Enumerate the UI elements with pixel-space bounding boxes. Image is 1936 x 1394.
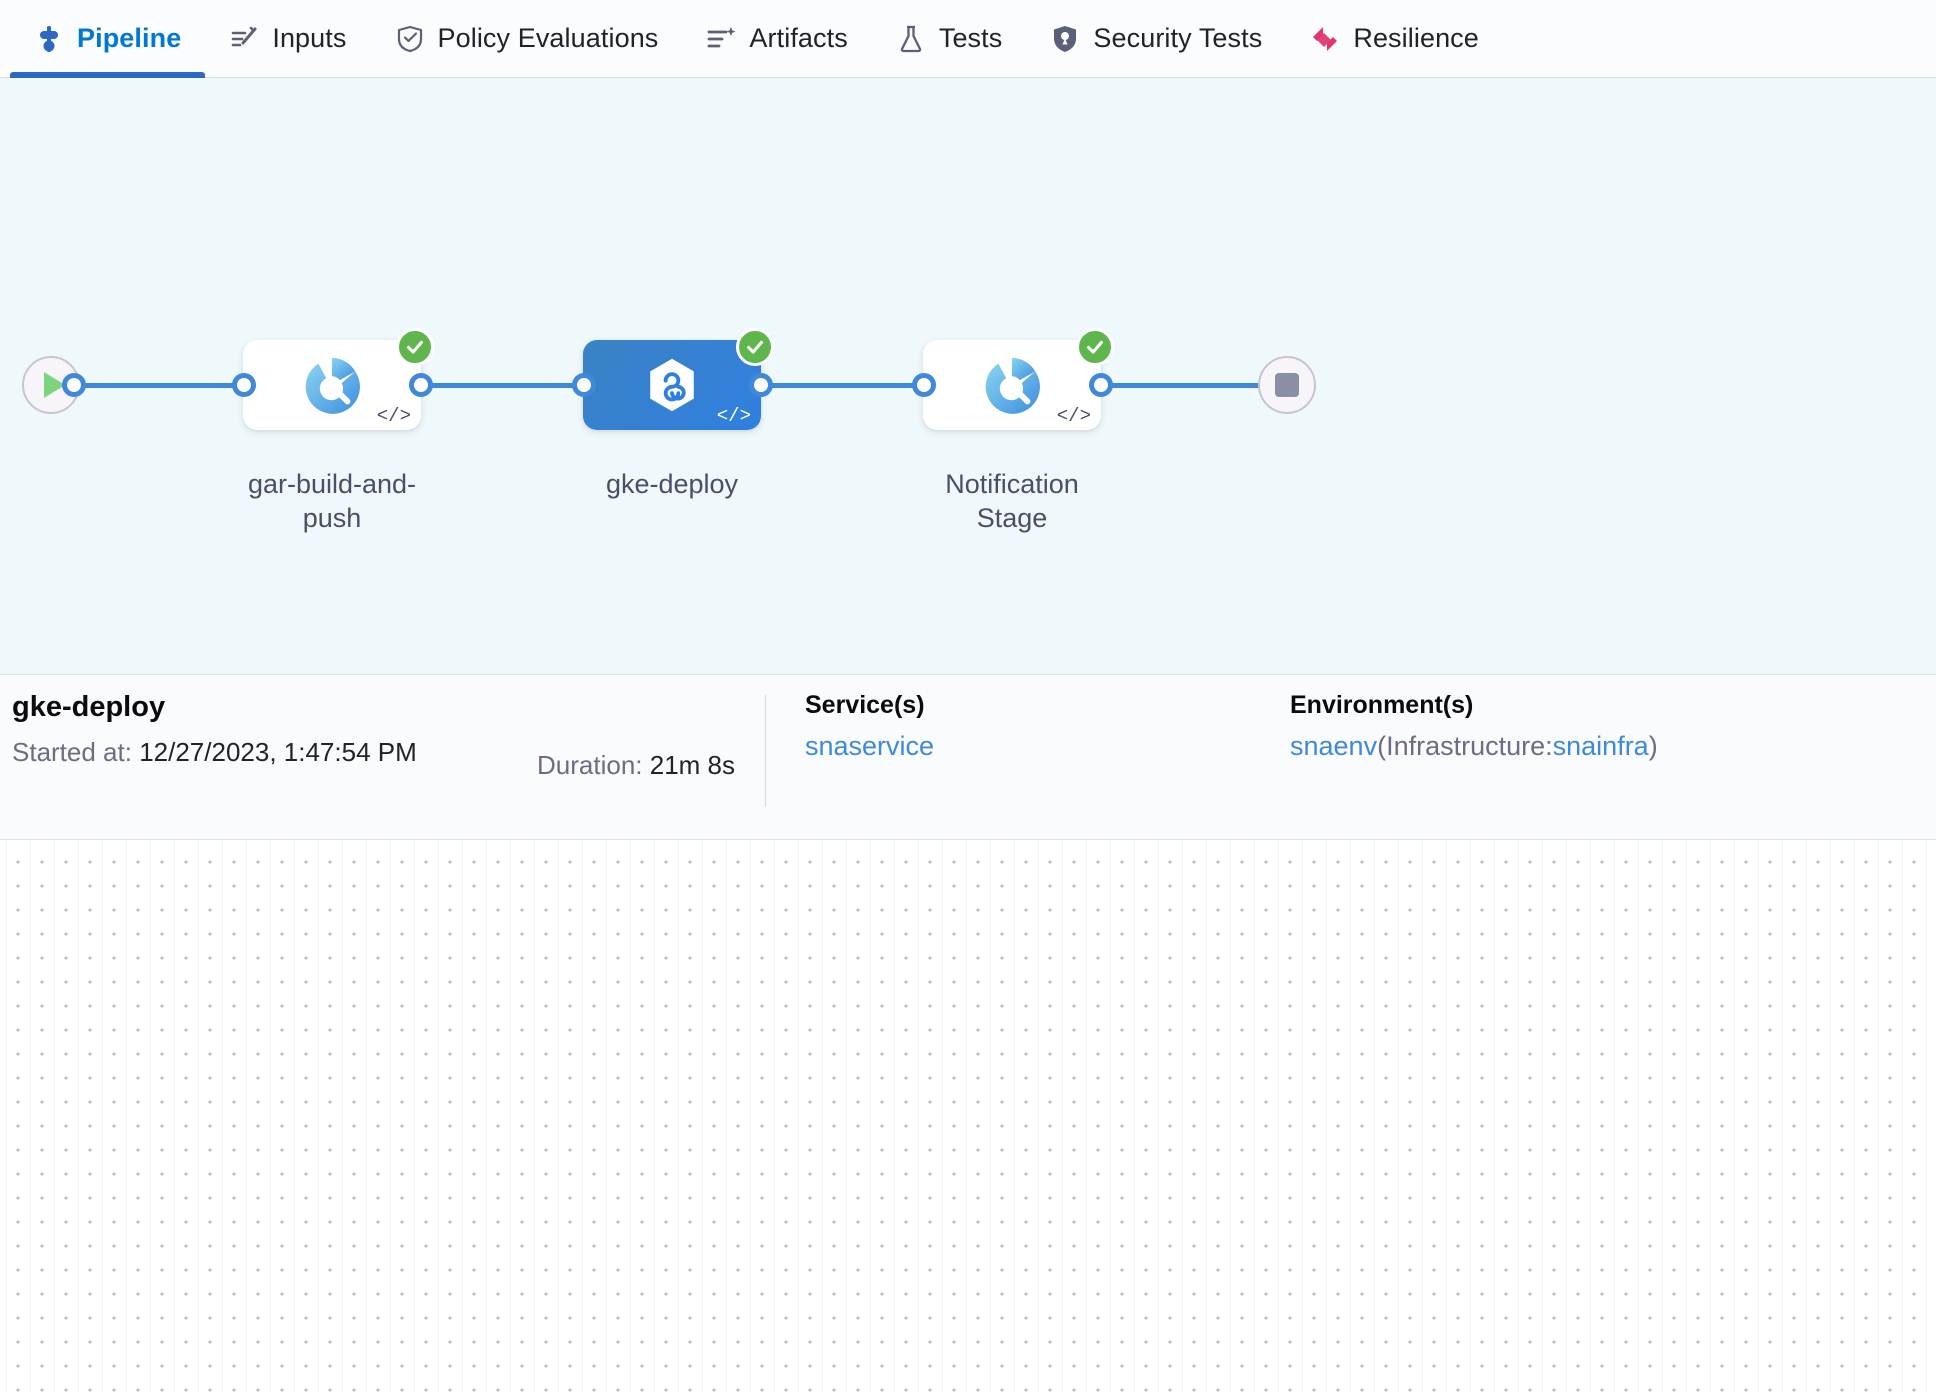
started-at-label: Started at: — [12, 737, 132, 767]
harness-ci-icon — [985, 357, 1040, 414]
edge-stage3-to-end — [1085, 383, 1280, 388]
flask-icon — [896, 24, 926, 54]
port-start-out — [62, 373, 86, 397]
pipeline-stage-label-3: Notification Stage — [945, 469, 1079, 533]
code-badge-icon: </> — [1056, 405, 1091, 427]
tab-resilience[interactable]: Resilience — [1286, 0, 1503, 78]
port-stage2-out — [749, 373, 773, 397]
infrastructure-link-snainfra[interactable]: snainfra — [1552, 731, 1649, 761]
environment-infra-prefix: (Infrastructure: — [1377, 731, 1553, 761]
pipeline-icon — [34, 24, 64, 54]
pipeline-end-node[interactable] — [1258, 356, 1316, 414]
artifacts-list-icon — [706, 24, 736, 54]
resilience-icon — [1310, 24, 1340, 54]
tab-policy-evaluations-label: Policy Evaluations — [437, 23, 659, 53]
started-at-value: 12/27/2023, 1:47:54 PM — [139, 737, 417, 767]
stage-info-bar: gke-deploy Started at: 12/27/2023, 1:47:… — [0, 675, 1936, 840]
edge-stage2-to-stage3 — [745, 383, 945, 388]
tab-security-tests[interactable]: Security Tests — [1026, 0, 1286, 78]
port-stage2-in — [572, 373, 596, 397]
tab-inputs-label: Inputs — [272, 23, 347, 53]
port-stage1-out — [409, 373, 433, 397]
pipeline-stage-node-gke-deploy[interactable]: </> — [583, 340, 761, 430]
stage-title: gke-deploy — [12, 691, 166, 723]
policy-shield-icon — [395, 24, 425, 54]
tab-inputs[interactable]: Inputs — [205, 0, 370, 78]
code-badge-icon: </> — [716, 405, 751, 427]
tab-policy-evaluations[interactable]: Policy Evaluations — [371, 0, 683, 78]
services-column: Service(s) snaservice — [805, 691, 934, 762]
tab-tests[interactable]: Tests — [872, 0, 1027, 78]
services-header: Service(s) — [805, 691, 925, 719]
status-badge-success-stage1 — [396, 328, 434, 366]
duration-label: Duration: — [537, 750, 643, 780]
tab-resilience-label: Resilience — [1353, 23, 1479, 53]
tab-artifacts-label: Artifacts — [749, 23, 848, 53]
pipeline-stage-label-1: gar-build-and-push — [247, 469, 417, 533]
play-icon — [43, 372, 65, 398]
duration-value: 21m 8s — [649, 750, 735, 780]
info-divider-1 — [765, 695, 766, 807]
harness-ci-icon — [305, 357, 360, 414]
code-badge-icon: </> — [376, 405, 411, 427]
environment-link-snaenv[interactable]: snaenv — [1290, 731, 1378, 761]
environments-column: Environment(s) snaenv(Infrastructure:sna… — [1290, 691, 1658, 762]
status-badge-success-stage2 — [736, 328, 774, 366]
pipeline-stage-node-gar-build-and-push[interactable]: </> — [243, 340, 421, 430]
environment-infra-suffix: ) — [1648, 731, 1658, 761]
edge-stage1-to-stage2 — [405, 383, 605, 388]
tab-tests-label: Tests — [938, 23, 1003, 53]
environments-header: Environment(s) — [1290, 691, 1474, 719]
pipeline-start-node[interactable] — [22, 356, 80, 414]
security-shield-icon — [1050, 24, 1080, 54]
pipeline-graph-canvas[interactable]: </> gar-build-and-push </> gke-deploy — [0, 78, 1936, 675]
environment-value: snaenv(Infrastructure:snainfra) — [1290, 731, 1658, 762]
port-stage1-in — [232, 373, 256, 397]
stage-graph-canvas[interactable]: </> Service </> Infrastructure Resource … — [0, 840, 1936, 1393]
service-link-snaservice[interactable]: snaservice — [805, 731, 935, 761]
stop-icon — [1275, 373, 1299, 397]
port-stage3-in — [912, 373, 936, 397]
tab-pipeline-label: Pipeline — [77, 23, 182, 53]
tab-pipeline[interactable]: Pipeline — [10, 0, 206, 78]
edge-start-to-stage1 — [48, 383, 248, 388]
status-badge-success-stage3 — [1076, 328, 1114, 366]
harness-cd-icon — [650, 358, 694, 412]
stage-started-at: Started at: 12/27/2023, 1:47:54 PM — [12, 737, 1936, 768]
pipeline-stage-label-2: gke-deploy — [605, 469, 739, 499]
pipeline-execution-tabbar: Pipeline Inputs Policy Evaluations — [0, 0, 1936, 78]
stage-duration: Duration: 21m 8s — [537, 750, 735, 781]
tab-artifacts[interactable]: Artifacts — [682, 0, 871, 78]
pipeline-graph: </> gar-build-and-push </> gke-deploy — [0, 78, 1936, 674]
inputs-icon — [229, 24, 259, 54]
port-stage3-out — [1089, 373, 1113, 397]
tab-security-tests-label: Security Tests — [1093, 23, 1263, 53]
pipeline-stage-node-notification-stage[interactable]: </> — [923, 340, 1101, 430]
